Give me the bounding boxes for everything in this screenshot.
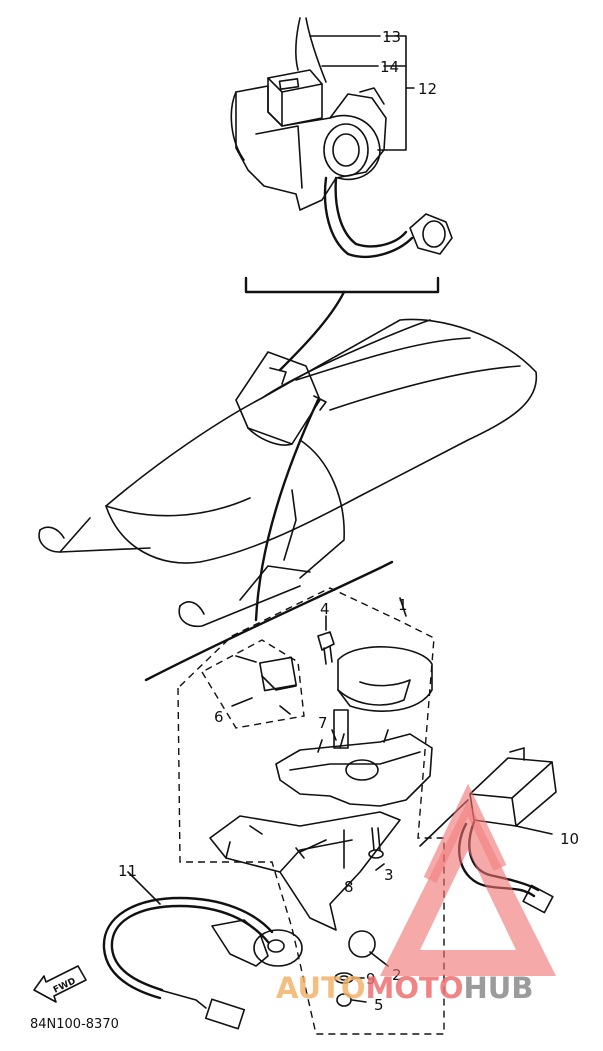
watermark-hub: HUB [464, 971, 534, 1005]
switch-housing-assembly [230, 17, 453, 259]
callout-9: 9 [366, 970, 376, 988]
callout-12: 12 [418, 80, 437, 98]
callout-6: 6 [214, 708, 224, 726]
group-bracket-top [244, 276, 440, 294]
watermark-auto: AUTO [276, 971, 366, 1005]
diagram-code: 84N100-8370 [30, 1017, 119, 1032]
callout-1: 1 [398, 596, 408, 614]
automotohub-watermark: AUTOMOTOHUB [276, 783, 556, 1005]
snowmobile-outline [38, 290, 538, 628]
callout-13: 13 [382, 28, 401, 46]
watermark-text: AUTOMOTOHUB [276, 971, 533, 1005]
watermark-triangle-icon [380, 800, 556, 976]
watermark-moto: MOTO [366, 971, 464, 1005]
forward-arrow-icon: FWD [33, 965, 87, 1003]
fwd-label: FWD [52, 976, 78, 995]
lever-assembly [177, 587, 445, 1035]
group-bracket-lower [144, 560, 394, 682]
switch-cable-11 [102, 871, 303, 1030]
callout-5: 5 [374, 996, 384, 1014]
callout-14: 14 [380, 58, 399, 76]
callout-8: 8 [344, 878, 354, 896]
callout-3: 3 [384, 866, 394, 884]
callout-10: 10 [560, 830, 579, 848]
callout-4: 4 [320, 600, 330, 618]
callout-11: 11 [118, 862, 137, 880]
callout-7: 7 [318, 714, 328, 732]
